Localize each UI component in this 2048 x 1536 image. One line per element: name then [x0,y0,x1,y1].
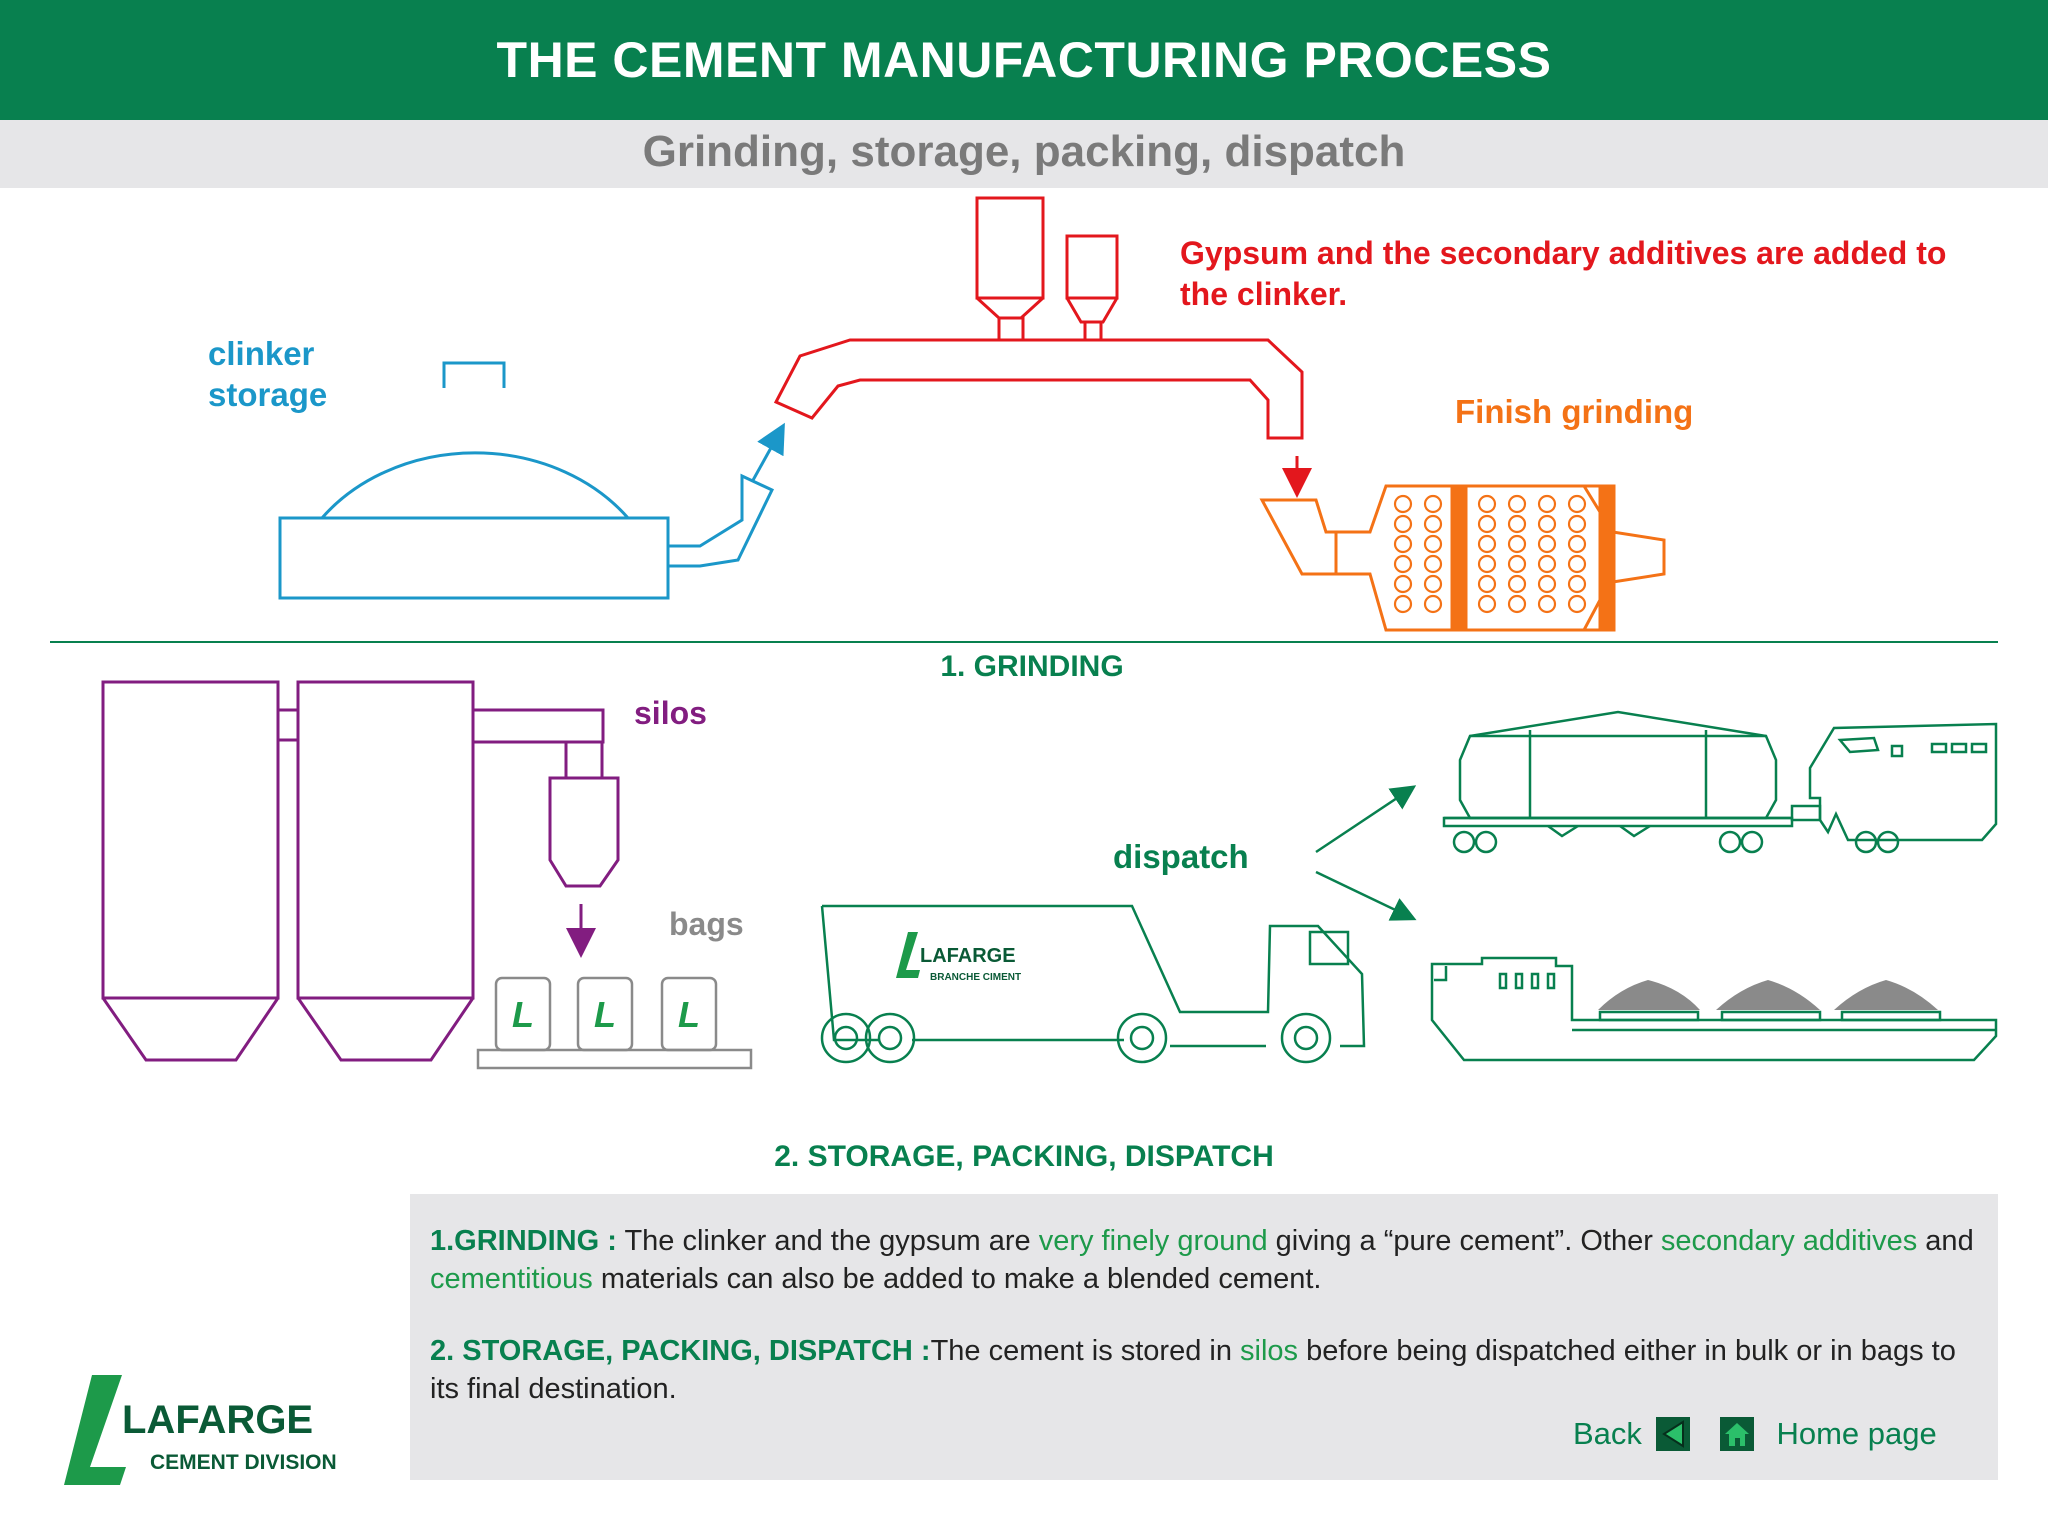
bag-logo-marks: L L L [512,994,700,1035]
text-span: and [1917,1225,1974,1257]
lafarge-logo: LAFARGE CEMENT DIVISION [64,1375,337,1485]
process-diagram: L L L LAFARGE BRANCHE CIMENT [50,196,1998,1070]
silos-label: silos [634,695,707,731]
keyword: very finely ground [1038,1225,1268,1257]
logo-division-text: CEMENT DIVISION [150,1451,337,1474]
header-bar [0,0,2048,120]
cargo-ship [1430,956,1998,1062]
additives-conveyor [773,196,1312,498]
bag-logo-mark-2: L [594,994,616,1035]
subtitle-bar [0,120,2048,188]
ship-cargo-piles [1598,980,1938,1010]
back-arrow-icon [1656,1417,1691,1451]
text-span: The clinker and the gypsum are [616,1225,1039,1257]
train-wagon [1442,710,1998,854]
truck-logo-mark [896,932,920,978]
keyword: cementitious [430,1263,593,1295]
dispatch-label: dispatch [1113,838,1249,875]
storage-description: 2. STORAGE, PACKING, DISPATCH :The cemen… [430,1332,1975,1408]
home-icon [1720,1417,1754,1451]
ball-mill [1259,484,1666,632]
bags-label: bags [669,906,744,942]
truck-brand-sub: BRANCHE CIMENT [930,972,1021,983]
cement-silos [101,680,620,1062]
grinding-description: 1.GRINDING : The clinker and the gypsum … [430,1222,1975,1298]
back-label: Back [1573,1416,1642,1451]
text-span: before being dispatched either in bulk o… [430,1335,1956,1405]
cement-truck [820,904,1366,1064]
text-span: materials can also be added to make a bl… [592,1263,1322,1295]
finish-grinding-label: Finish grinding [1455,393,1694,430]
text-span: giving a “pure cement”. Other [1267,1225,1661,1257]
page-title: THE CEMENT MANUFACTURING PROCESS [496,32,1552,88]
info-panel: 1.GRINDING : The clinker and the gypsum … [410,1194,1998,1480]
gypsum-additives-label: Gypsum and the secondary additives are a… [1180,235,1947,312]
home-page-button[interactable]: Home page [1720,1414,1937,1454]
grinding-section-heading: 1. GRINDING [940,650,1124,683]
page-subtitle: Grinding, storage, packing, dispatch [642,127,1406,176]
storage-section-heading: 2. STORAGE, PACKING, DISPATCH [774,1140,1274,1173]
clinker-storage-dome [278,361,785,600]
bag-logo-mark-1: L [512,994,534,1035]
keyword: silos [1240,1335,1299,1367]
clinker-storage-label: clinker storage [208,335,328,413]
bag-logo-mark-3: L [678,994,700,1035]
storage-description-heading: 2. STORAGE, PACKING, DISPATCH : [430,1335,931,1367]
home-page-label: Home page [1776,1416,1937,1451]
truck-brand: LAFARGE [920,945,1016,967]
logo-brand-text: LAFARGE [122,1398,313,1442]
dispatch-arrows [1315,785,1417,921]
cement-bags [476,976,753,1070]
back-button[interactable]: Back [1573,1414,1691,1454]
text-span: The cement is stored in [930,1335,1241,1367]
grinding-description-heading: 1.GRINDING : [430,1225,617,1257]
keyword: secondary additives [1660,1225,1918,1257]
